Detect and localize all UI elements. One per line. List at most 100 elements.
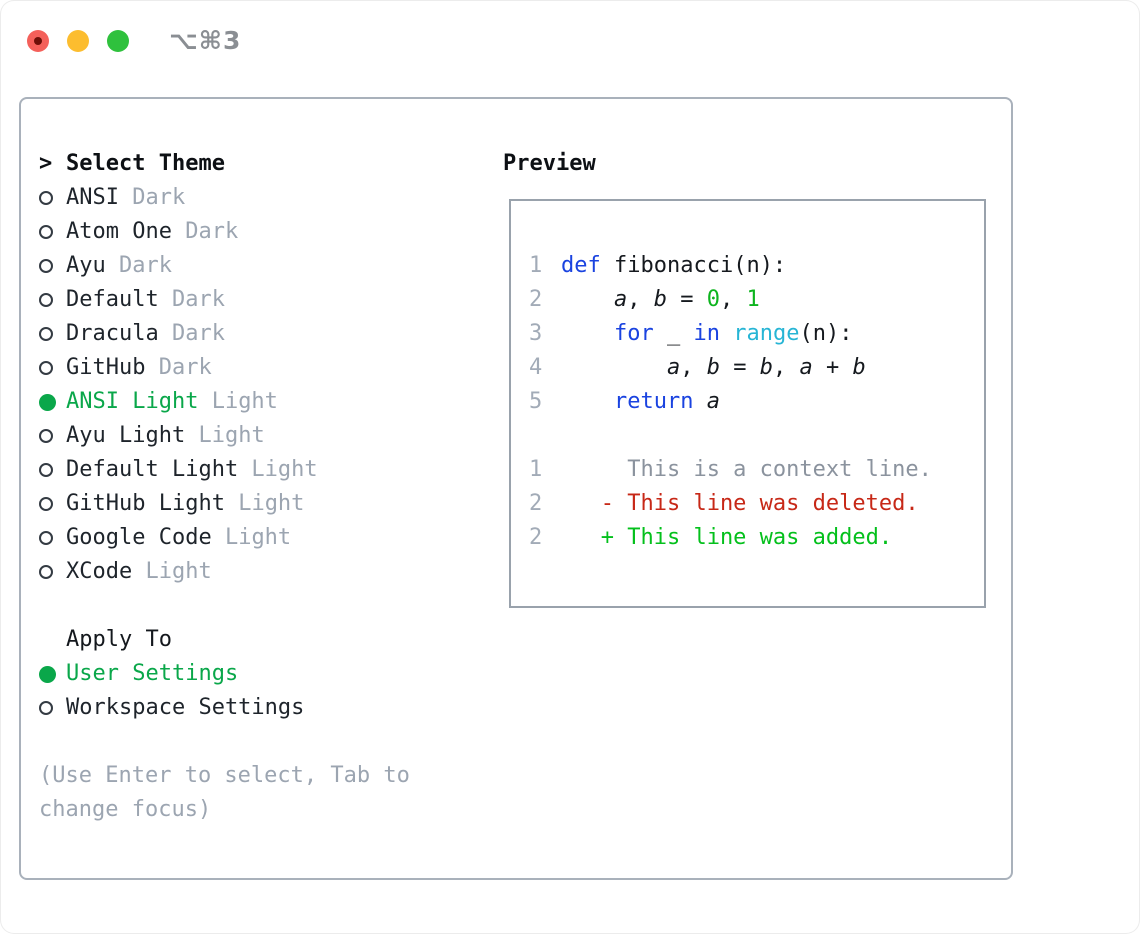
code-token-plain: ,	[772, 355, 800, 380]
code-blank-line	[511, 419, 984, 453]
theme-option-xcode[interactable]: XCode Light	[39, 555, 483, 589]
item-variant-tag: Light	[132, 559, 212, 584]
theme-option-github-light[interactable]: GitHub Light Light	[39, 487, 483, 521]
code-token-ctx: This is a context line.	[561, 457, 932, 482]
apply-to-header: Apply To	[39, 623, 483, 657]
item-label: Atom One	[66, 219, 172, 244]
item-variant-tag: Light	[211, 525, 292, 550]
radio-selected-icon	[39, 385, 66, 419]
code-token-add: + This line was added.	[561, 525, 893, 550]
radio-unselected-icon	[39, 521, 66, 555]
radio-unselected-icon	[39, 215, 66, 249]
line-number: 3	[529, 321, 543, 346]
line-number: 1	[529, 457, 543, 482]
item-label: Ayu	[66, 253, 106, 278]
code-token-plain: (n):	[799, 321, 853, 346]
window-titlebar: ⌥⌘3	[27, 26, 241, 55]
code-token-plain: +	[812, 355, 853, 380]
code-token-fn: range	[733, 321, 800, 346]
theme-option-ayu[interactable]: Ayu Dark	[39, 249, 483, 283]
code-token-plain	[720, 317, 733, 351]
line-number: 2	[529, 287, 543, 312]
code-token-kw: return	[613, 389, 694, 414]
line-number	[529, 419, 561, 453]
spacer-row	[39, 725, 483, 759]
close-dot-icon	[34, 36, 42, 45]
code-line: 3 for _ in range(n):	[511, 317, 984, 351]
item-variant-tag: Light	[224, 491, 305, 516]
radio-unselected-icon	[39, 249, 66, 283]
radio-unselected-icon	[39, 317, 66, 351]
zoom-button-icon[interactable]	[107, 29, 129, 52]
item-label: Default Light	[66, 457, 239, 482]
code-token-plain: ,	[627, 287, 654, 312]
code-token-plain	[561, 385, 614, 419]
apply-option-user-settings[interactable]: User Settings	[39, 657, 483, 691]
code-token-kw: for	[613, 321, 654, 346]
radio-unselected-icon	[39, 283, 66, 317]
code-token-plain: =	[719, 355, 760, 380]
close-button-icon[interactable]	[27, 29, 49, 52]
item-label: ANSI Light	[66, 389, 199, 414]
minimize-button-icon[interactable]	[67, 29, 89, 52]
item-variant-tag: Dark	[171, 219, 239, 244]
code-token-plain: ,	[680, 355, 707, 380]
line-number: 1	[529, 253, 543, 278]
item-variant-tag: Dark	[158, 321, 225, 346]
item-label: GitHub Light	[66, 491, 225, 516]
theme-option-default-light[interactable]: Default Light Light	[39, 453, 483, 487]
code-token-var: b	[852, 355, 866, 380]
code-token-del: - This line was deleted.	[561, 491, 919, 516]
code-line: 1 This is a context line.	[511, 453, 984, 487]
radio-unselected-icon	[39, 453, 66, 487]
code-token-var: a	[799, 355, 813, 380]
item-variant-tag: Dark	[145, 355, 212, 380]
code-token-plain	[561, 317, 614, 351]
theme-option-ansi-light[interactable]: ANSI Light Light	[39, 385, 483, 419]
focus-caret-icon: >	[39, 151, 53, 176]
code-line: 5 return a	[511, 385, 984, 419]
theme-option-ansi[interactable]: ANSI Dark	[39, 181, 483, 215]
code-token-kw: in	[693, 321, 720, 346]
item-label: ANSI	[66, 185, 119, 210]
code-token-var: b	[759, 355, 773, 380]
theme-option-atom-one[interactable]: Atom One Dark	[39, 215, 483, 249]
item-variant-tag: Light	[185, 423, 265, 448]
item-variant-tag: Dark	[105, 253, 172, 278]
item-label: Dracula	[66, 321, 159, 346]
preview-title: Preview	[503, 151, 596, 176]
radio-unselected-icon	[39, 351, 66, 385]
select-theme-header: > Select Theme	[39, 147, 483, 181]
theme-option-google-code[interactable]: Google Code Light	[39, 521, 483, 555]
code-token-plain: _	[653, 321, 694, 346]
item-variant-tag: Light	[238, 457, 318, 482]
item-variant-tag: Light	[198, 389, 278, 414]
item-label: Ayu Light	[66, 423, 186, 448]
select-theme-title: Select Theme	[66, 151, 225, 176]
code-line: 2 a, b = 0, 1	[511, 283, 984, 317]
code-line: 2 + This line was added.	[511, 521, 984, 555]
line-number: 2	[529, 525, 543, 550]
apply-option-workspace-settings[interactable]: Workspace Settings	[39, 691, 483, 725]
theme-option-dracula[interactable]: Dracula Dark	[39, 317, 483, 351]
item-label: XCode	[66, 559, 133, 584]
code-token-kw: def	[561, 253, 601, 278]
theme-option-github[interactable]: GitHub Dark	[39, 351, 483, 385]
theme-option-ayu-light[interactable]: Ayu Light Light	[39, 419, 483, 453]
radio-unselected-icon	[39, 181, 66, 215]
theme-option-default[interactable]: Default Dark	[39, 283, 483, 317]
hint-line-2: change focus)	[39, 797, 212, 822]
line-number: 2	[529, 491, 543, 516]
hint-line-1: (Use Enter to select, Tab to	[39, 763, 410, 788]
code-token-num: 1	[746, 287, 760, 312]
radio-unselected-icon	[39, 487, 66, 521]
code-token-plain	[693, 385, 706, 419]
code-token-var: a	[666, 355, 681, 380]
radio-unselected-icon	[39, 555, 66, 589]
